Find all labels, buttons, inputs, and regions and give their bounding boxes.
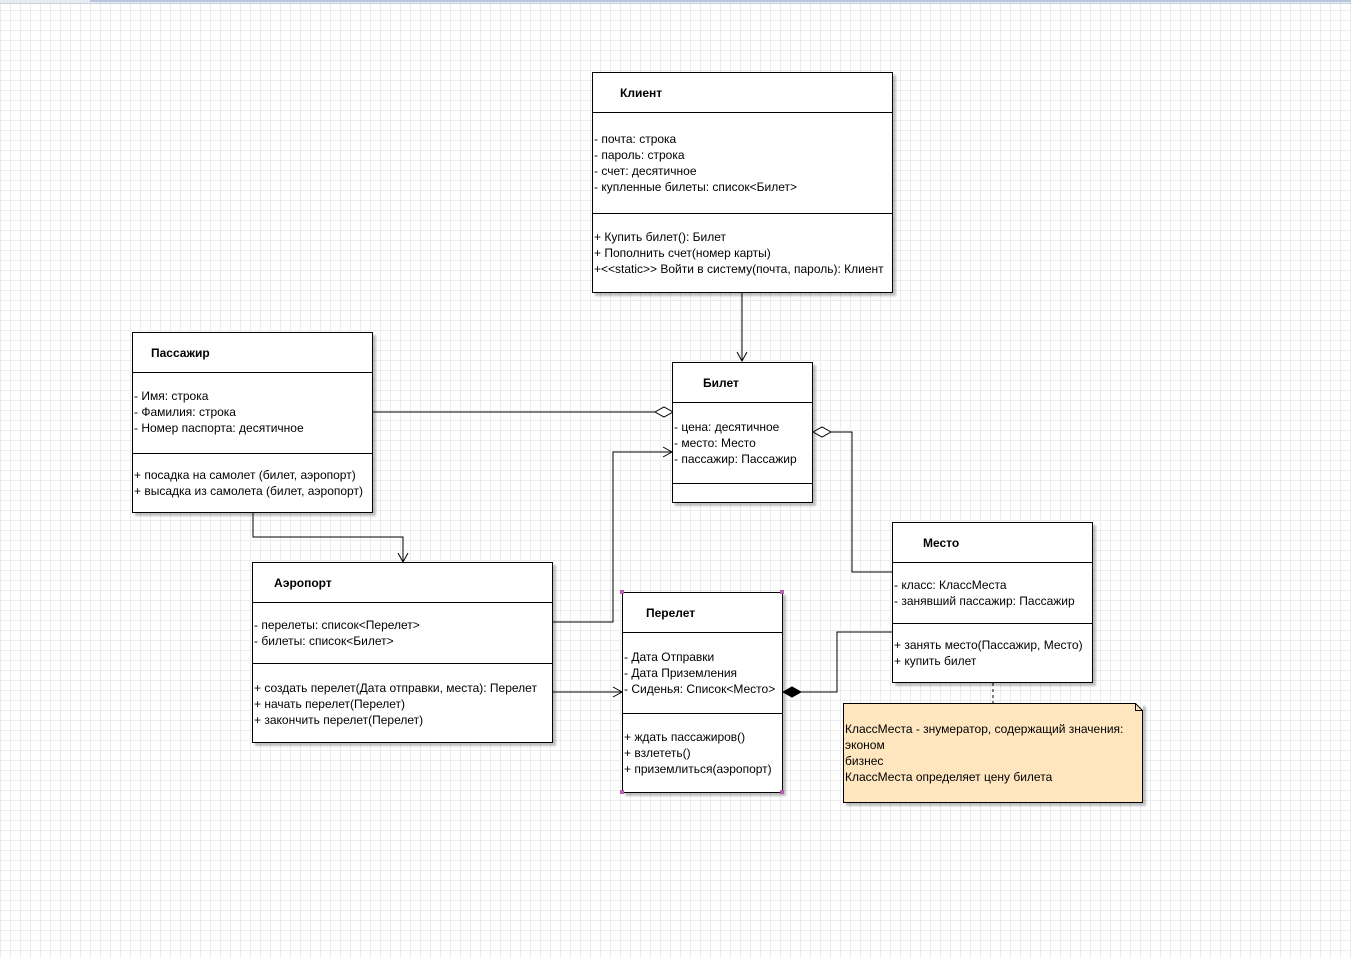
attribute: - Номер паспорта: десятичное <box>134 421 304 435</box>
attribute: - почта: строка <box>594 132 677 146</box>
class-flight-header: Перелет <box>623 593 782 633</box>
class-client-operations: + Купить билет(): Билет + Пополнить счет… <box>593 214 892 292</box>
association-passenger-airport[interactable] <box>252 513 409 564</box>
class-seat[interactable]: Место - класс: КлассМеста - занявший пас… <box>892 522 1093 683</box>
attribute: - Дата Приземления <box>624 666 738 680</box>
class-flight-attributes: - Дата Отправки - Дата Приземления - Сид… <box>623 633 782 714</box>
operation: + высадка из самолета (билет, аэропорт) <box>134 484 363 498</box>
class-ticket-attributes: - цена: десятичное - место: Место - пасс… <box>673 403 812 484</box>
note-shape <box>843 703 1143 803</box>
class-passenger-attributes: - Имя: строка - Фамилия: строка - Номер … <box>133 373 372 454</box>
class-ticket-header: Билет <box>673 363 812 403</box>
class-ticket-operations <box>673 484 812 502</box>
class-seat-attributes: - класс: КлассМеста - занявший пассажир:… <box>893 563 1092 624</box>
class-seat-header: Место <box>893 523 1092 563</box>
class-client[interactable]: Клиент - почта: строка - пароль: строка … <box>592 72 893 293</box>
aggregation-ticket-seat[interactable] <box>831 431 893 573</box>
class-ticket[interactable]: Билет - цена: десятичное - место: Место … <box>672 362 813 503</box>
attribute: - перелеты: список<Перелет> <box>254 618 420 632</box>
class-airport-operations: + создать перелет(Дата отправки, места):… <box>253 664 552 742</box>
class-airport-name: Аэропорт <box>274 576 332 590</box>
note-line: эконом <box>845 738 885 752</box>
operation: + начать перелет(Перелет) <box>254 697 406 711</box>
class-passenger-operations: + посадка на самолет (билет, аэропорт) +… <box>133 454 372 512</box>
operation: + приземлиться(аэропорт) <box>624 762 772 776</box>
selection-handle[interactable] <box>620 590 624 594</box>
class-airport[interactable]: Аэропорт - перелеты: список<Перелет> - б… <box>252 562 553 743</box>
note-seat-class[interactable]: КлассМеста - знумератор, содержащий знач… <box>843 703 1143 803</box>
operation: + ждать пассажиров() <box>624 730 746 744</box>
composition-flight-seat[interactable] <box>801 631 893 693</box>
operation: + Купить билет(): Билет <box>594 230 726 244</box>
class-ticket-name: Билет <box>703 376 739 390</box>
class-client-name: Клиент <box>620 86 663 100</box>
operation: + закончить перелет(Перелет) <box>254 713 424 727</box>
operation: + занять место(Пассажир, Место) <box>894 638 1083 652</box>
attribute: - место: Место <box>674 436 756 450</box>
note-line: бизнес <box>845 754 884 768</box>
top-bar-accent <box>90 0 1351 2</box>
aggregation-diamond-ticket-right <box>811 426 833 438</box>
operation: + купить билет <box>894 654 977 668</box>
aggregation-diamond-ticket-left <box>653 406 675 418</box>
operation: + взлететь() <box>624 746 691 760</box>
attribute: - класс: КлассМеста <box>894 578 1007 592</box>
attribute: - цена: десятичное <box>674 420 780 434</box>
class-airport-header: Аэропорт <box>253 563 552 603</box>
class-flight[interactable]: Перелет - Дата Отправки - Дата Приземлен… <box>622 592 783 793</box>
class-client-attributes: - почта: строка - пароль: строка - счет:… <box>593 113 892 214</box>
class-flight-name: Перелет <box>646 606 696 620</box>
class-seat-operations: + занять место(Пассажир, Место) + купить… <box>893 624 1092 682</box>
operation: +<<static>> Войти в систему(почта, парол… <box>594 262 884 276</box>
association-airport-ticket[interactable] <box>553 446 674 623</box>
class-flight-operations: + ждать пассажиров() + взлететь() + приз… <box>623 714 782 792</box>
selection-handle[interactable] <box>780 790 784 794</box>
attribute: - пассажир: Пассажир <box>674 452 797 466</box>
note-line: КлассМеста определяет цену билета <box>845 770 1053 784</box>
attribute: - счет: десятичное <box>594 164 697 178</box>
attribute: - Фамилия: строка <box>134 405 236 419</box>
composition-diamond-flight <box>781 686 803 698</box>
attribute: - Дата Отправки <box>624 650 715 664</box>
class-seat-name: Место <box>923 536 960 550</box>
class-passenger-header: Пассажир <box>133 333 372 373</box>
class-passenger-name: Пассажир <box>151 346 210 360</box>
top-bar <box>0 0 1351 4</box>
note-line: КлассМеста - знумератор, содержащий знач… <box>845 722 1124 736</box>
class-airport-attributes: - перелеты: список<Перелет> - билеты: сп… <box>253 603 552 664</box>
operation: + Пополнить счет(номер карты) <box>594 246 771 260</box>
attribute: - пароль: строка <box>594 148 685 162</box>
attribute: - Сиденья: Список<Место> <box>624 682 776 696</box>
attribute: - Имя: строка <box>134 389 209 403</box>
operation: + посадка на самолет (билет, аэропорт) <box>134 468 356 482</box>
class-passenger[interactable]: Пассажир - Имя: строка - Фамилия: строка… <box>132 332 373 513</box>
class-client-header: Клиент <box>593 73 892 113</box>
operation: + создать перелет(Дата отправки, места):… <box>254 681 537 695</box>
attribute: - занявший пассажир: Пассажир <box>894 594 1075 608</box>
attribute: - купленные билеты: список<Билет> <box>594 180 798 194</box>
attribute: - билеты: список<Билет> <box>254 634 394 648</box>
selection-handle[interactable] <box>620 790 624 794</box>
selection-handle[interactable] <box>780 590 784 594</box>
